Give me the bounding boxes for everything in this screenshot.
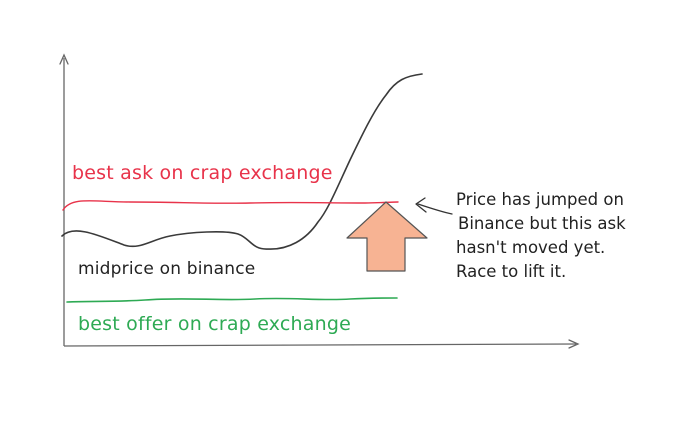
annotation-line: Price has jumped on: [456, 190, 624, 209]
x-axis-arrowhead: [568, 339, 580, 349]
best-ask-line: [62, 200, 399, 211]
annotation-line: hasn't moved yet.: [456, 238, 606, 257]
annotation-pointer-head: [415, 197, 427, 213]
midprice-line: [61, 73, 423, 250]
y-axis-arrowhead: [59, 53, 69, 65]
up-arrow-icon: [346, 201, 428, 272]
annotation-line: Race to lift it.: [456, 262, 567, 281]
annotation-line: Binance but this ask: [458, 214, 626, 233]
midprice-label: midprice on binance: [78, 259, 256, 279]
x-axis: [63, 343, 577, 347]
annotation-pointer: [417, 203, 453, 215]
annotation-note: Price has jumped on Binance but this ask…: [456, 188, 626, 284]
best-offer-line: [66, 297, 398, 303]
best-ask-label: best ask on crap exchange: [72, 162, 333, 184]
best-offer-label: best offer on crap exchange: [78, 313, 351, 335]
